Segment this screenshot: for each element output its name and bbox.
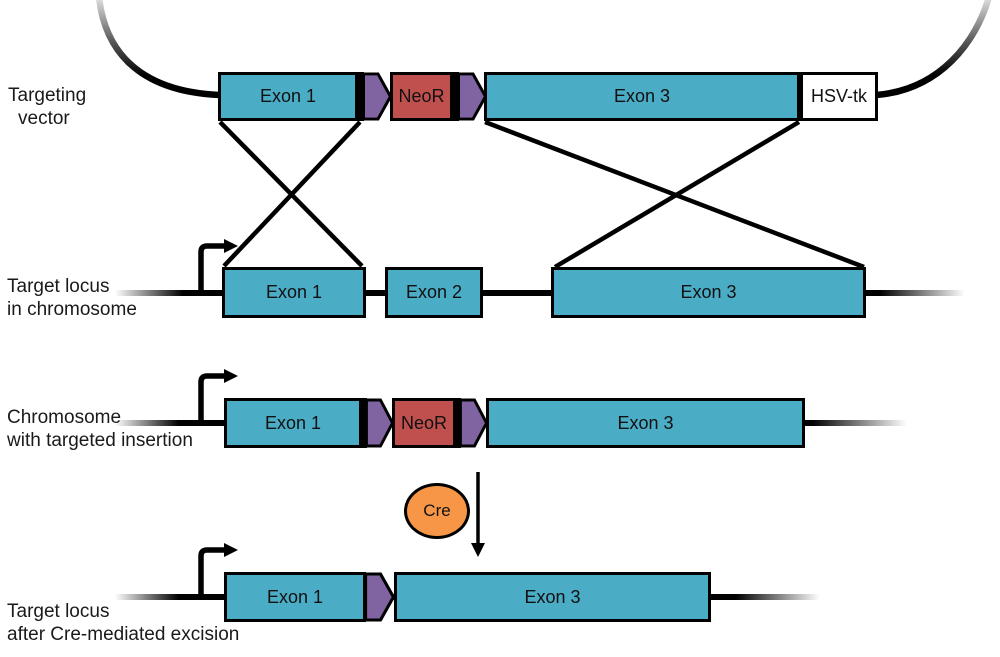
- insertion-exon3-box: Exon 3: [486, 398, 805, 448]
- promoter-arrow-icon: [198, 239, 238, 295]
- vector-exon1-box: Exon 1: [218, 72, 358, 121]
- vector-hsvtk-box: HSV-tk: [800, 72, 878, 121]
- target-locus-label: Target locus in chromosome: [7, 275, 137, 321]
- target-locus-label-line2: in chromosome: [7, 299, 137, 320]
- insertion-junction-bar: [360, 398, 367, 448]
- targeted-insertion-label-line1: Chromosome: [7, 407, 122, 428]
- loxp-site-icon: [459, 398, 488, 448]
- promoter-arrow-icon: [198, 369, 238, 425]
- chromosome-exon1-box: Exon 1: [222, 267, 366, 318]
- vector-junction-bar: [451, 72, 459, 121]
- cre-action-arrow-icon: [471, 472, 485, 557]
- vector-neor-box: NeoR: [390, 72, 453, 121]
- loxp-site-icon: [364, 572, 395, 622]
- promoter-arrow-icon: [198, 543, 238, 599]
- excision-exon3-box: Exon 3: [394, 572, 711, 622]
- targeting-vector-label-line2: vector: [18, 108, 70, 129]
- excision-label: Target locus after Cre-mediated excision: [7, 600, 239, 646]
- vector-junction-bar: [356, 72, 364, 121]
- targeting-vector-label: Targeting vector: [8, 84, 86, 130]
- loxp-site-icon: [365, 398, 394, 448]
- excision-label-line2: after Cre-mediated excision: [7, 624, 240, 645]
- targeted-insertion-label-line2: with targeted insertion: [7, 430, 193, 451]
- chromosome-line: [115, 290, 965, 296]
- loxp-site-icon: [362, 72, 392, 121]
- excision-label-line1: Target locus: [7, 601, 110, 622]
- targeting-vector-label-line1: Targeting: [8, 85, 87, 106]
- targeted-insertion-label: Chromosome with targeted insertion: [7, 406, 193, 452]
- vector-exon3-box: Exon 3: [484, 72, 800, 121]
- insertion-neor-box: NeoR: [392, 398, 456, 448]
- insertion-junction-bar: [454, 398, 461, 448]
- loxp-site-icon: [457, 72, 487, 121]
- vector-backbone-curve-left: [96, 0, 220, 99]
- chromosome-exon2-box: Exon 2: [385, 267, 483, 318]
- excision-exon1-box: Exon 1: [224, 572, 366, 622]
- insertion-exon1-box: Exon 1: [224, 398, 362, 448]
- cre-recombinase-badge: Cre: [404, 483, 470, 539]
- chromosome-exon3-box: Exon 3: [551, 267, 866, 318]
- target-locus-label-line1: Target locus: [7, 276, 110, 297]
- recombination-cross-left-line-2: [222, 120, 362, 268]
- recombination-cross-right-line-2: [553, 120, 801, 269]
- vector-backbone-curve-right: [875, 0, 992, 99]
